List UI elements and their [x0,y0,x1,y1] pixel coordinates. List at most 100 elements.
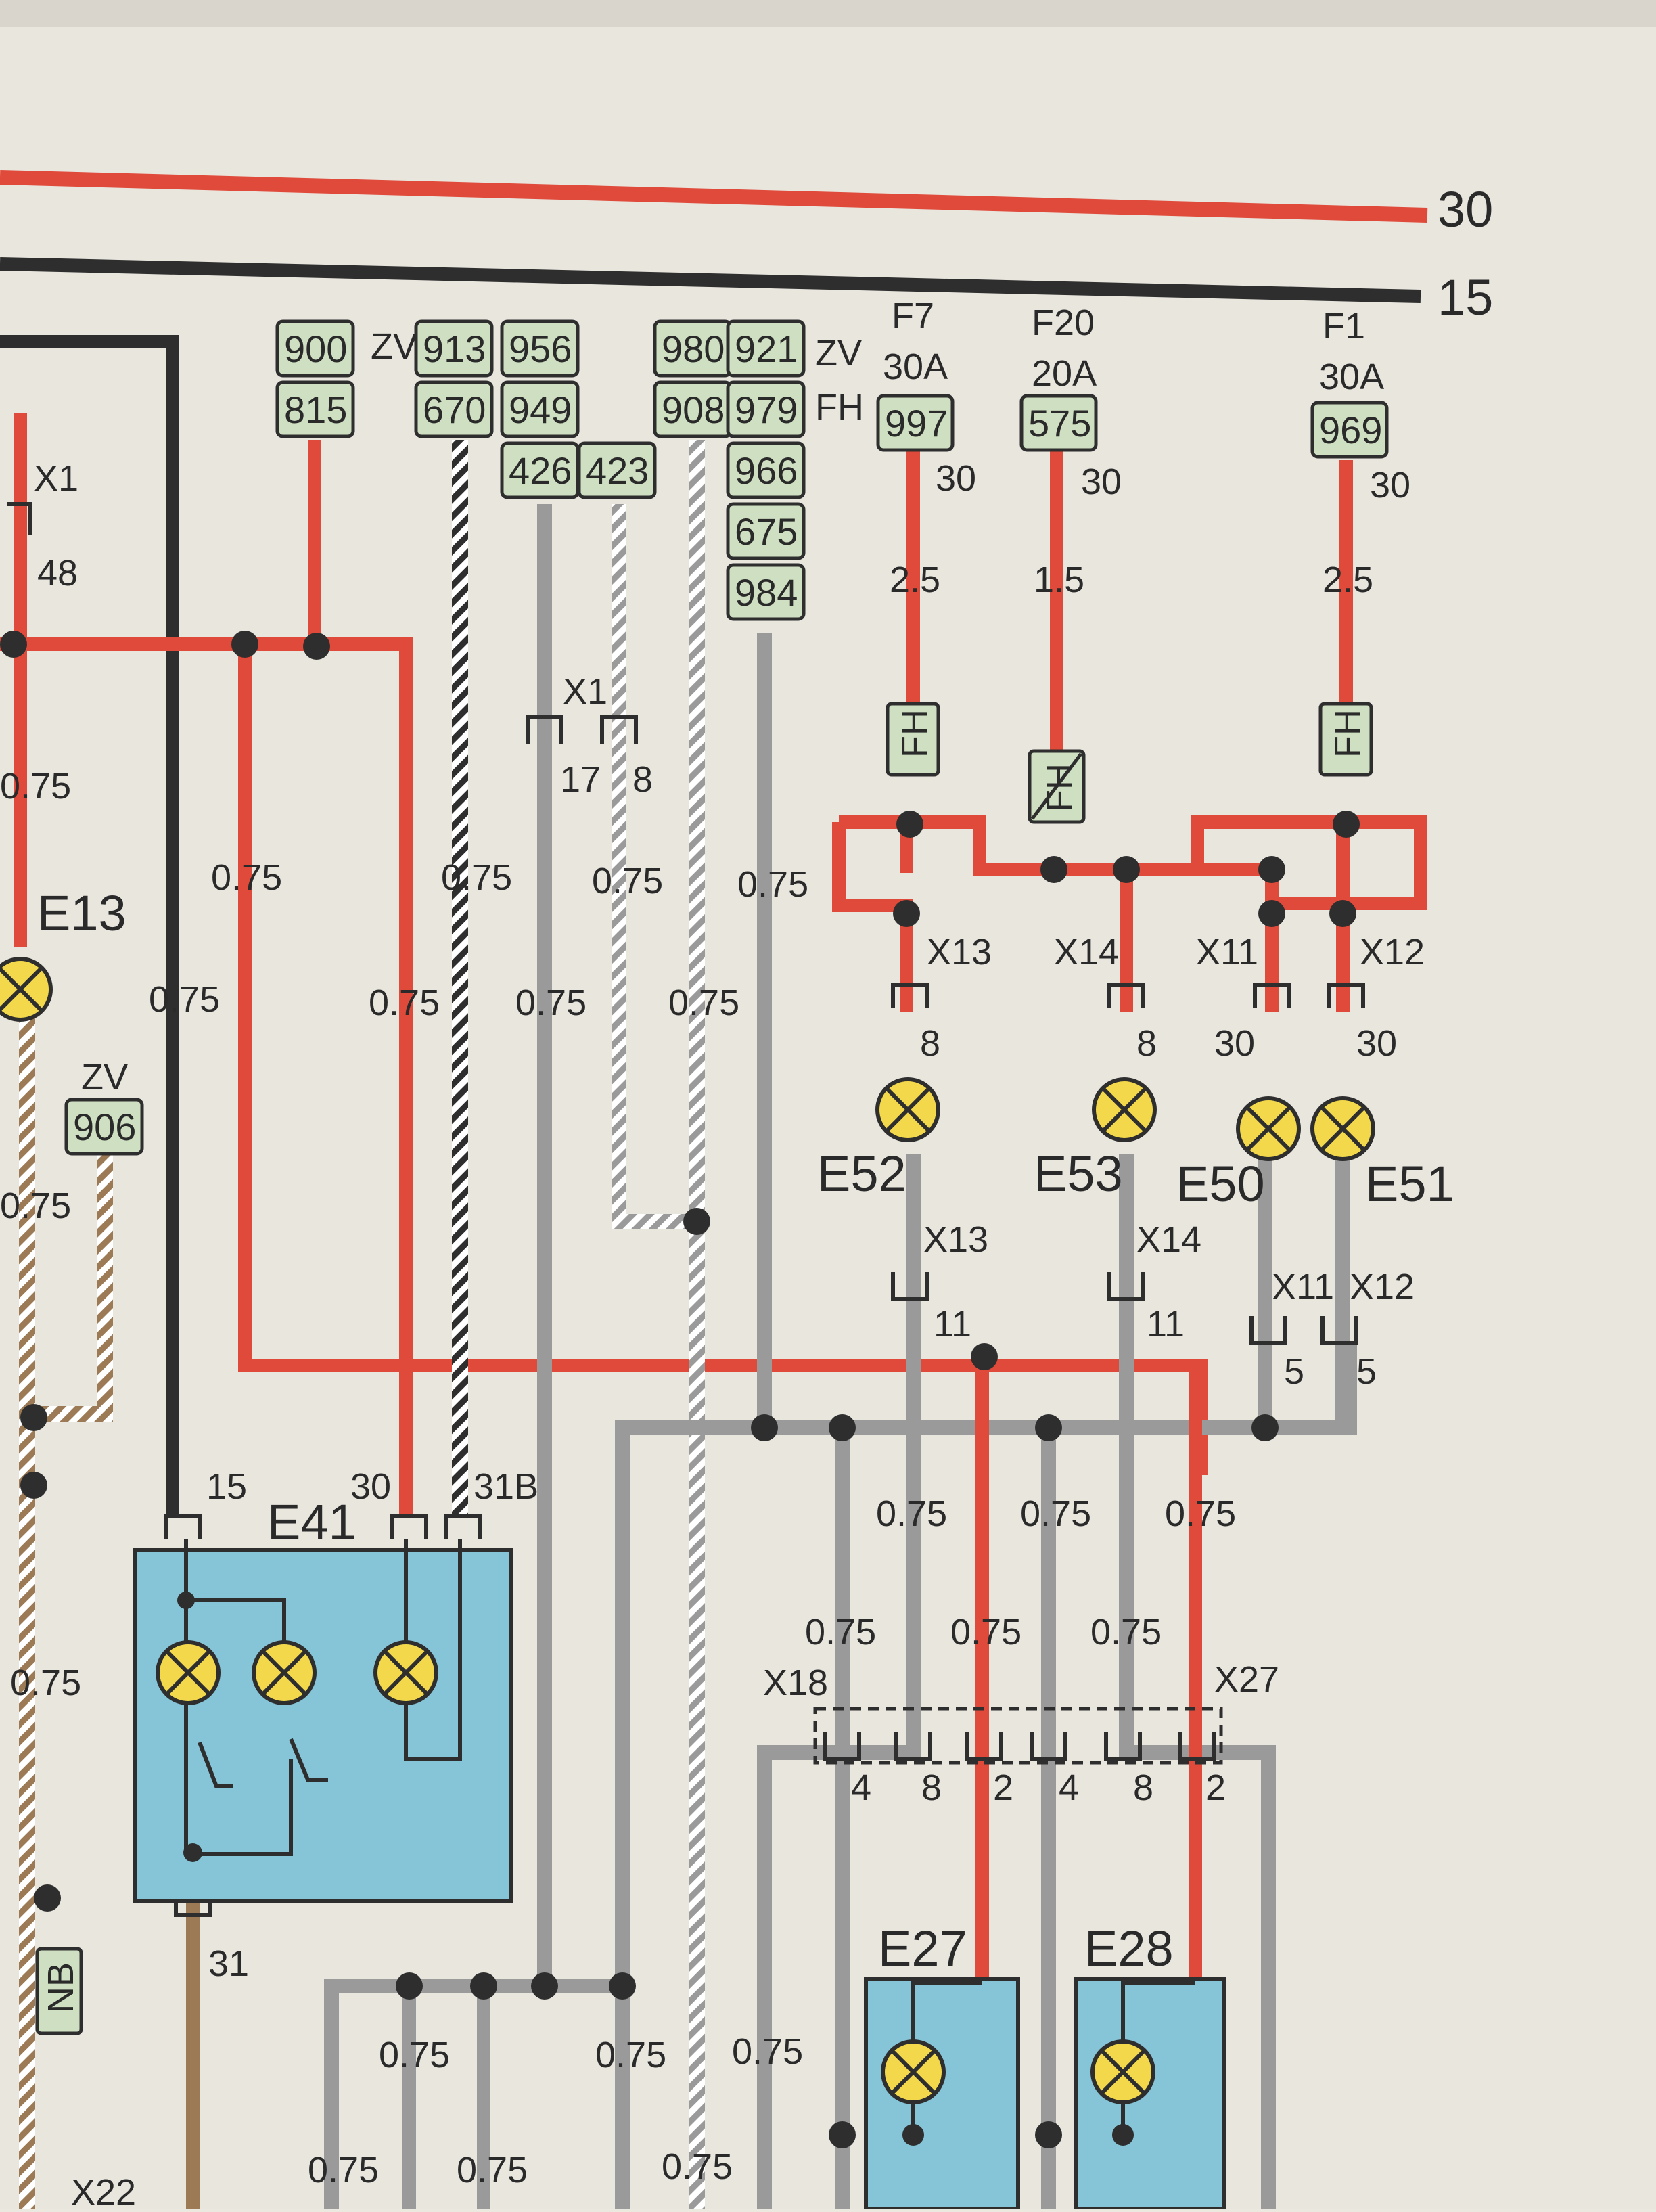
junction-dot [183,1843,202,1862]
connector-x1-label: X1 [563,671,607,712]
fuse-f1-rating: 30A [1319,357,1384,397]
lamp-e51 [1310,1096,1375,1161]
tag-fh-979: FH [815,387,864,428]
component-e50-label: E50 [1176,1156,1265,1212]
junction-dot [1040,856,1067,883]
lamp-e41-b [252,1640,317,1705]
gauge-label: 0.75 [1090,1612,1162,1652]
nb-box [35,1947,83,2035]
gauge-label: 0.75 [662,2146,733,2187]
junction-dot [1333,811,1360,838]
black-wire-e41-15 [0,335,179,1516]
connector-x18-label: X18 [763,1663,828,1703]
code-box [64,1098,144,1156]
connector-x12-label: X12 [1360,932,1425,972]
connector-x22-label: X22 [71,2172,136,2209]
junction-dot [531,1972,558,2000]
component-e41-label: E41 [267,1494,356,1550]
junction-dot [896,811,923,838]
fuse-f20-name: F20 [1032,302,1095,343]
junction-dot [1329,900,1356,927]
rail-30-wire [0,170,1428,223]
code-984: 984 [735,571,798,614]
pin-11-x14: 11 [1147,1304,1184,1345]
connector-bracket-x12b [1320,1316,1358,1345]
pin-15-e41: 15 [206,1466,247,1507]
fuse-f1: F1 30A 969 30 2.5 [1310,306,1410,600]
junction-dot [20,1404,47,1431]
page-top-edge [0,0,1656,27]
module-e28-box [1074,1977,1226,2211]
connector-labels: X1 X1 X13 X14 X11 X12 X13 X14 X11 X12 X1… [34,458,1425,2212]
fuse-f20-rating: 20A [1032,353,1097,394]
lamp-e52 [875,1077,940,1142]
code-956: 956 [509,328,572,370]
gauge-label: 0.75 [950,1612,1021,1652]
fh-relays: FH FH FH [886,702,1373,824]
junction-dot [0,631,27,658]
code-979: 979 [735,388,798,431]
junction-dot [470,1972,497,2000]
grey-bottom-bus [324,1979,622,2209]
pin-2-x27: 2 [1205,1767,1226,1808]
lamp-e41-c [373,1640,438,1705]
pin-31-e41: 31 [208,1943,249,1984]
junction-dot [34,1884,61,1912]
module-e27-box [864,1977,1020,2211]
code-box [876,394,954,452]
pin-30-x12: 30 [1356,1023,1397,1064]
gauge-labels: 0.75 0.75 0.75 0.75 0.75 0.75 0.75 0.75 … [0,766,1236,2190]
fh-box-2-strike [1031,752,1082,820]
fuse-f1-pin: 30 [1370,465,1410,505]
component-labels: E13 E41 E52 E53 E50 E51 E27 E28 [37,885,1454,1977]
connector-group-outline [813,1707,1223,1765]
junction-dot [1035,1414,1062,1441]
lamp-e53 [1092,1077,1157,1142]
code-box [577,441,657,499]
code-815: 815 [284,388,347,431]
junction-dot [231,631,258,658]
code-box [726,319,806,378]
code-675: 675 [735,510,798,553]
connector-x13b-label: X13 [923,1219,988,1260]
connector-bracket-e41 [164,1514,482,1539]
gauge-label: 0.75 [515,983,586,1023]
connector-bracket-x12 [1327,983,1365,1008]
gauge-label: 0.75 [0,766,71,807]
code-906: 906 [73,1106,136,1148]
gauge-label: 0.75 [441,857,512,898]
fuse-f20-gauge: 1.5 [1034,560,1084,600]
fh-box-3 [1318,702,1373,777]
junction-dot [1112,2124,1134,2146]
component-e53-label: E53 [1034,1146,1123,1202]
pin-2-x18: 2 [993,1767,1013,1808]
gauge-label: 0.75 [592,861,663,901]
module-e28 [1074,1977,1226,2211]
junction-dot [971,1343,998,1370]
pin-8-x13: 8 [920,1023,940,1064]
pin-48: 48 [37,553,78,593]
junction-dot [751,1414,778,1441]
pin-4-x27: 4 [1059,1767,1079,1808]
fh-box-2-label: FH [1039,763,1080,812]
junction-dot [902,2124,924,2146]
pin-8-x27: 8 [1133,1767,1153,1808]
fuse-f7-rating: 30A [883,346,948,387]
connector-bracket-x1 [526,715,638,744]
code-box [500,380,580,438]
lamp-e50 [1236,1096,1301,1161]
fuse-f20: F20 20A 575 30 1.5 [1019,302,1122,600]
gauge-label: 0.75 [595,2035,666,2075]
connector-x14-label: X14 [1054,932,1119,972]
gauge-label: 0.75 [1165,1493,1236,1534]
module-e41-box [133,1548,513,1903]
gauge-label: 0.75 [805,1612,876,1652]
code-980: 980 [662,328,724,370]
lamp-e27 [881,2039,946,2104]
code-908: 908 [662,388,724,431]
connector-bracket-x11b [1249,1316,1287,1345]
junction-dot [20,1472,47,1499]
connector-bracket-x18-x27 [823,1732,1216,1761]
code-426: 426 [509,449,572,492]
